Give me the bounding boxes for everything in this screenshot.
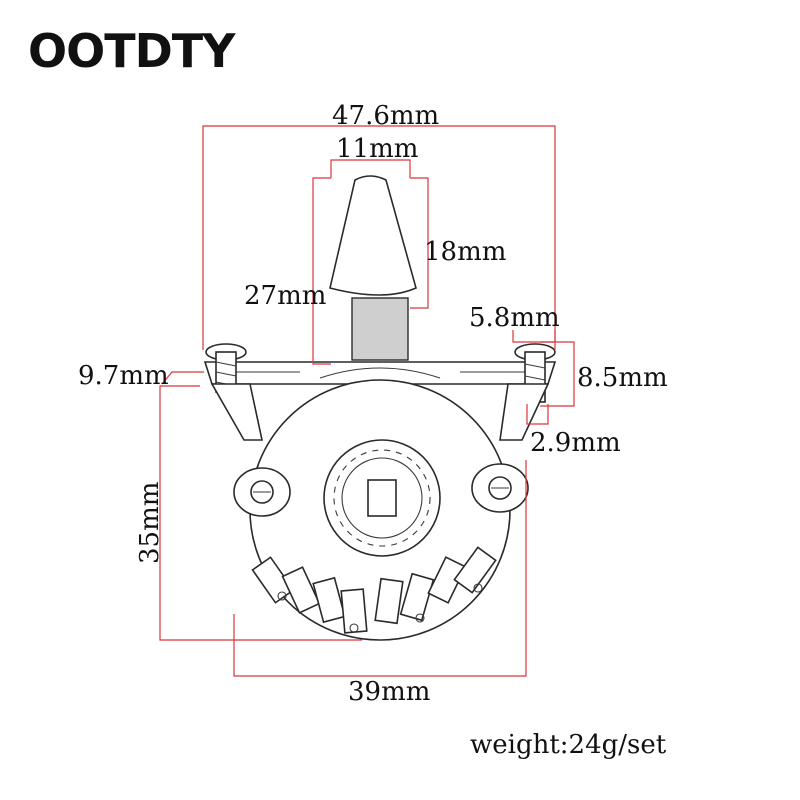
plate-slot — [319, 367, 441, 379]
body-height-line — [159, 385, 362, 641]
left-mount-ear — [233, 467, 291, 517]
plate-offset-label: 9.7mm — [78, 361, 169, 391]
body-height-label: 35mm — [135, 482, 165, 564]
knob-width-line — [330, 159, 411, 178]
screw-gap-label: 2.9mm — [530, 428, 621, 458]
contact-lugs — [251, 546, 497, 634]
right-bracket — [499, 383, 550, 441]
switch-drawing — [203, 175, 557, 641]
lever-height-label: 27mm — [244, 281, 326, 311]
overall-width-line — [202, 125, 556, 350]
brand-logo: OOTDTY — [28, 24, 235, 78]
knob-width-label: 11mm — [336, 134, 418, 164]
knob-height-line — [410, 177, 429, 309]
rotor — [323, 439, 441, 557]
dimension-lines — [159, 125, 575, 677]
mount-height-label: 8.5mm — [577, 363, 668, 393]
mount-hole-line — [512, 330, 556, 343]
weight-spec: weight:24g/set — [470, 730, 667, 760]
lever-shaft — [351, 297, 409, 361]
overall-width-label: 47.6mm — [332, 101, 439, 131]
mount-height-line — [540, 341, 575, 407]
lever-height-line — [312, 177, 331, 365]
plate-offset-line — [161, 371, 204, 385]
left-bracket — [210, 383, 263, 441]
body-width-line — [233, 460, 527, 677]
left-screw — [205, 343, 247, 393]
mount-hole-label: 5.8mm — [469, 303, 560, 333]
screw-gap-line — [526, 404, 549, 425]
body-width-label: 39mm — [348, 677, 430, 707]
knob-height-label: 18mm — [424, 237, 506, 267]
right-mount-ear — [471, 463, 529, 513]
lever-knob — [329, 175, 417, 296]
